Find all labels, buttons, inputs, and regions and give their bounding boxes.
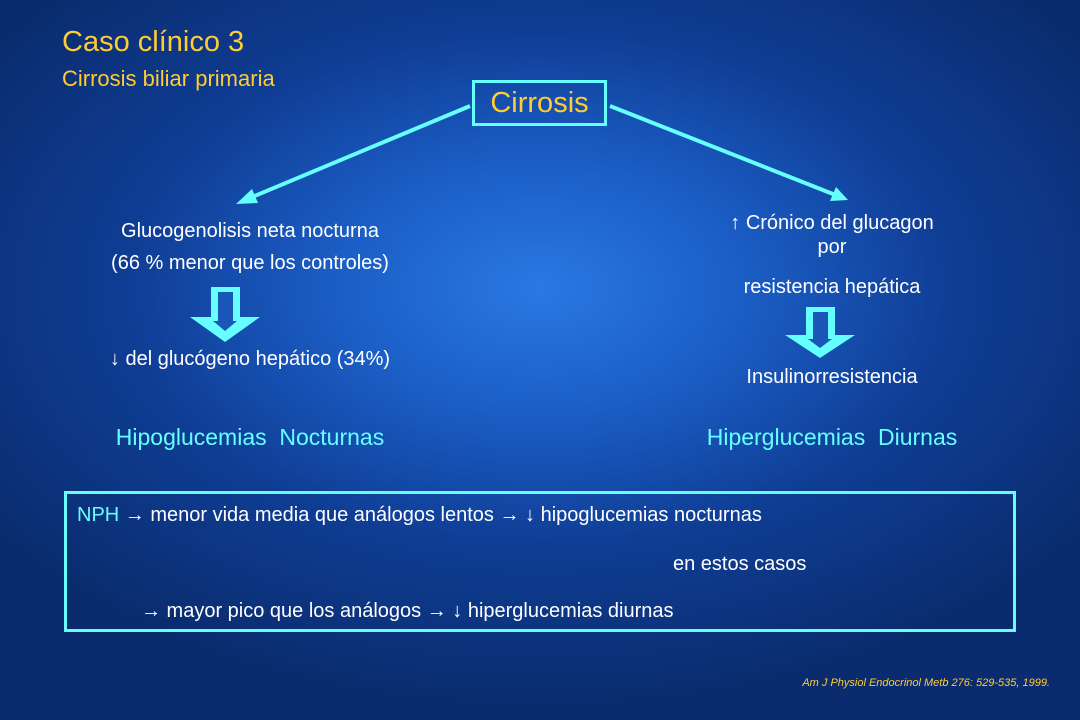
- arrow-root-to-left: [236, 104, 471, 204]
- note-line3: → mayor pico que los análogos → ↓ hiperg…: [141, 600, 674, 622]
- right-cause-line3: resistencia hepática: [743, 276, 921, 298]
- note-nph-label: NPH: [77, 504, 120, 526]
- root-node-cirrosis: Cirrosis: [472, 80, 607, 126]
- arrow-root-to-right: [609, 104, 848, 201]
- block-arrow-down-left: [190, 287, 260, 342]
- right-outcome: Hiperglucemias Diurnas: [706, 424, 958, 450]
- note-line1-text: → menor vida media que análogos lentos →…: [119, 504, 762, 526]
- citation-reference: Am J Physiol Endocrinol Metb 276: 529-53…: [802, 677, 1050, 689]
- block-arrow-down-right: [785, 307, 855, 358]
- note-box: NPH → menor vida media que análogos lent…: [64, 491, 1016, 632]
- left-effect: ↓ del glucógeno hepático (34%): [109, 348, 391, 370]
- note-line1: NPH → menor vida media que análogos lent…: [77, 504, 762, 527]
- right-cause-line2: por: [817, 236, 847, 258]
- note-line2: en estos casos: [673, 553, 807, 575]
- right-effect: Insulinorresistencia: [746, 366, 918, 388]
- right-cause-line1: ↑ Crónico del glucagon: [730, 212, 934, 234]
- slide-subtitle: Cirrosis biliar primaria: [62, 66, 275, 91]
- left-cause-line2: (66 % menor que los controles): [111, 252, 389, 274]
- slide-title: Caso clínico 3: [62, 26, 245, 58]
- left-cause-line1: Glucogenolisis neta nocturna: [121, 220, 379, 242]
- left-outcome: Hipoglucemias Nocturnas: [115, 424, 385, 450]
